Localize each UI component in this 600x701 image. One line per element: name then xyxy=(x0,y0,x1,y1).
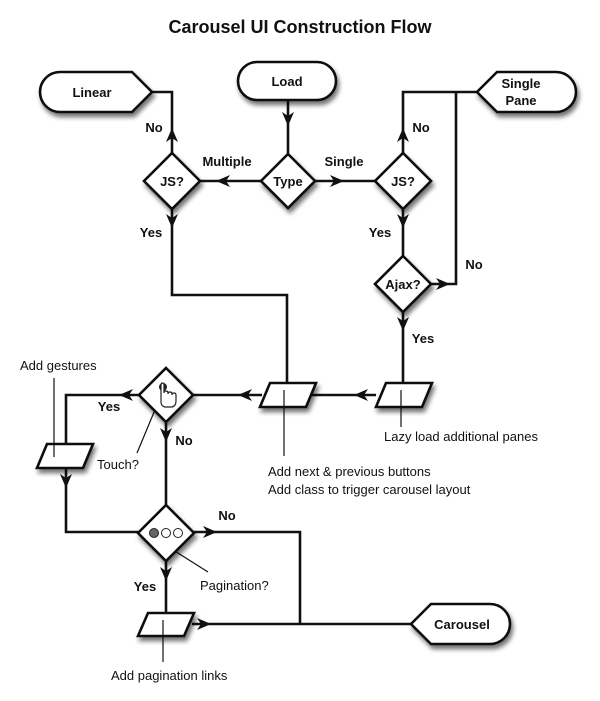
edge-pagination-no xyxy=(194,530,302,624)
decision-js-left: JS? xyxy=(142,151,202,211)
edge-js-left-yes xyxy=(170,209,289,383)
node-single-pane-label-1: Single xyxy=(501,76,540,91)
decision-ajax: Ajax? xyxy=(373,254,433,314)
arrowhead xyxy=(203,526,217,538)
decision-js-right: JS? xyxy=(373,151,433,211)
edge-ajax-no xyxy=(431,92,458,286)
node-carousel-label: Carousel xyxy=(434,617,490,632)
node-load: Load xyxy=(236,60,338,102)
arrowhead xyxy=(166,214,178,228)
process-gestures xyxy=(35,442,95,470)
label-touch-yes: Yes xyxy=(98,399,120,414)
decision-touch xyxy=(137,366,195,424)
pointer-touch xyxy=(136,404,158,454)
edge-touch-yes xyxy=(64,393,139,444)
arrowhead xyxy=(60,474,72,488)
decision-js-right-label: JS? xyxy=(391,174,415,189)
label-ajax-no: No xyxy=(465,257,482,272)
arrowhead xyxy=(160,428,172,442)
label-left-yes: Yes xyxy=(140,225,162,240)
connectors xyxy=(64,90,477,626)
diagram-title: Carousel UI Construction Flow xyxy=(168,17,432,37)
annotation-pagination: Pagination? xyxy=(200,578,269,593)
annotation-buttons-line2: Add class to trigger carousel layout xyxy=(268,482,471,497)
label-single: Single xyxy=(324,154,363,169)
decision-pagination xyxy=(136,503,196,563)
label-multiple: Multiple xyxy=(202,154,251,169)
label-touch-no: No xyxy=(175,433,192,448)
arrowheads xyxy=(60,112,450,630)
decision-type: Type xyxy=(259,152,317,210)
annotation-gestures: Add gestures xyxy=(20,358,97,373)
label-ajax-yes: Yes xyxy=(412,331,434,346)
process-lazy-load xyxy=(374,381,434,409)
arrowhead xyxy=(197,618,211,630)
edge-gestures-pagination xyxy=(64,468,138,534)
decision-js-left-label: JS? xyxy=(160,174,184,189)
node-single-pane-label-2: Pane xyxy=(505,93,536,108)
arrowhead xyxy=(397,317,409,331)
annotations: Lazy load additional panes Add next & pr… xyxy=(20,358,538,683)
arrowhead xyxy=(160,567,172,581)
arrowhead xyxy=(216,175,230,187)
label-left-no: No xyxy=(145,120,162,135)
arrowhead xyxy=(436,278,450,290)
process-pagination-links xyxy=(136,611,196,638)
label-pagination-no: No xyxy=(218,508,235,523)
decision-ajax-label: Ajax? xyxy=(385,277,420,292)
node-carousel: Carousel xyxy=(409,602,512,646)
label-pagination-yes: Yes xyxy=(134,579,156,594)
node-single-pane: Single Pane xyxy=(475,70,578,114)
arrowhead xyxy=(354,389,368,401)
node-load-label: Load xyxy=(271,74,302,89)
node-linear: Linear xyxy=(38,70,154,114)
arrowhead xyxy=(330,175,344,187)
node-linear-label: Linear xyxy=(72,85,111,100)
arrowhead xyxy=(238,389,252,401)
process-buttons xyxy=(258,381,318,409)
annotation-touch: Touch? xyxy=(97,457,139,472)
arrowhead xyxy=(166,128,178,142)
hand-pointer-icon xyxy=(159,382,177,408)
pagination-dots-icon xyxy=(149,528,183,538)
arrowhead xyxy=(282,112,294,126)
edge-labels: Multiple Single No Yes No Yes No Yes Yes… xyxy=(98,120,483,594)
arrowhead xyxy=(397,214,409,228)
annotation-pagination-links: Add pagination links xyxy=(111,668,228,683)
arrowhead xyxy=(119,389,133,401)
label-right-yes: Yes xyxy=(369,225,391,240)
arrowhead xyxy=(397,128,409,142)
annotation-buttons-line1: Add next & previous buttons xyxy=(268,464,431,479)
label-right-no: No xyxy=(412,120,429,135)
decision-type-label: Type xyxy=(273,174,302,189)
annotation-lazy-load: Lazy load additional panes xyxy=(384,429,538,444)
